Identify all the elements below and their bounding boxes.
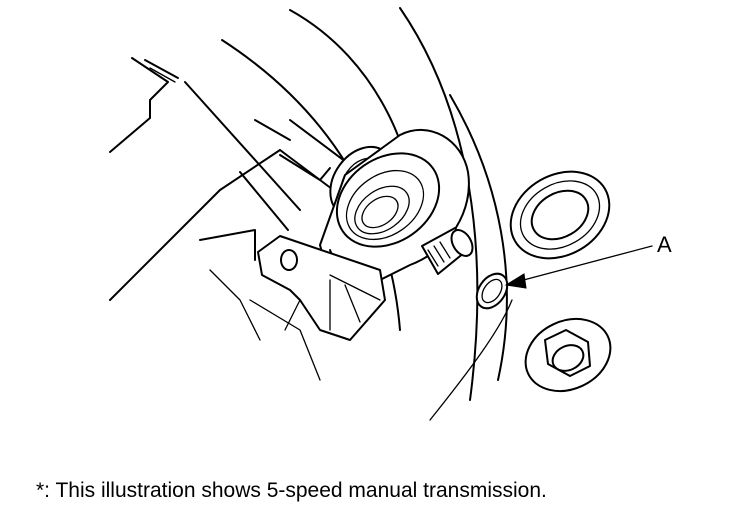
transmission-illustration — [0, 0, 736, 440]
splined-shaft-end — [422, 226, 477, 274]
engine-block-outline — [110, 58, 320, 380]
mounting-bracket — [258, 236, 385, 340]
callout-a-label: A — [657, 232, 672, 257]
o-ring-seal — [470, 268, 513, 314]
drain-bolt — [514, 306, 622, 405]
callout-a-arrow — [506, 246, 652, 288]
oil-seal — [495, 154, 625, 275]
illustration-caption: *: This illustration shows 5-speed manua… — [36, 479, 547, 502]
